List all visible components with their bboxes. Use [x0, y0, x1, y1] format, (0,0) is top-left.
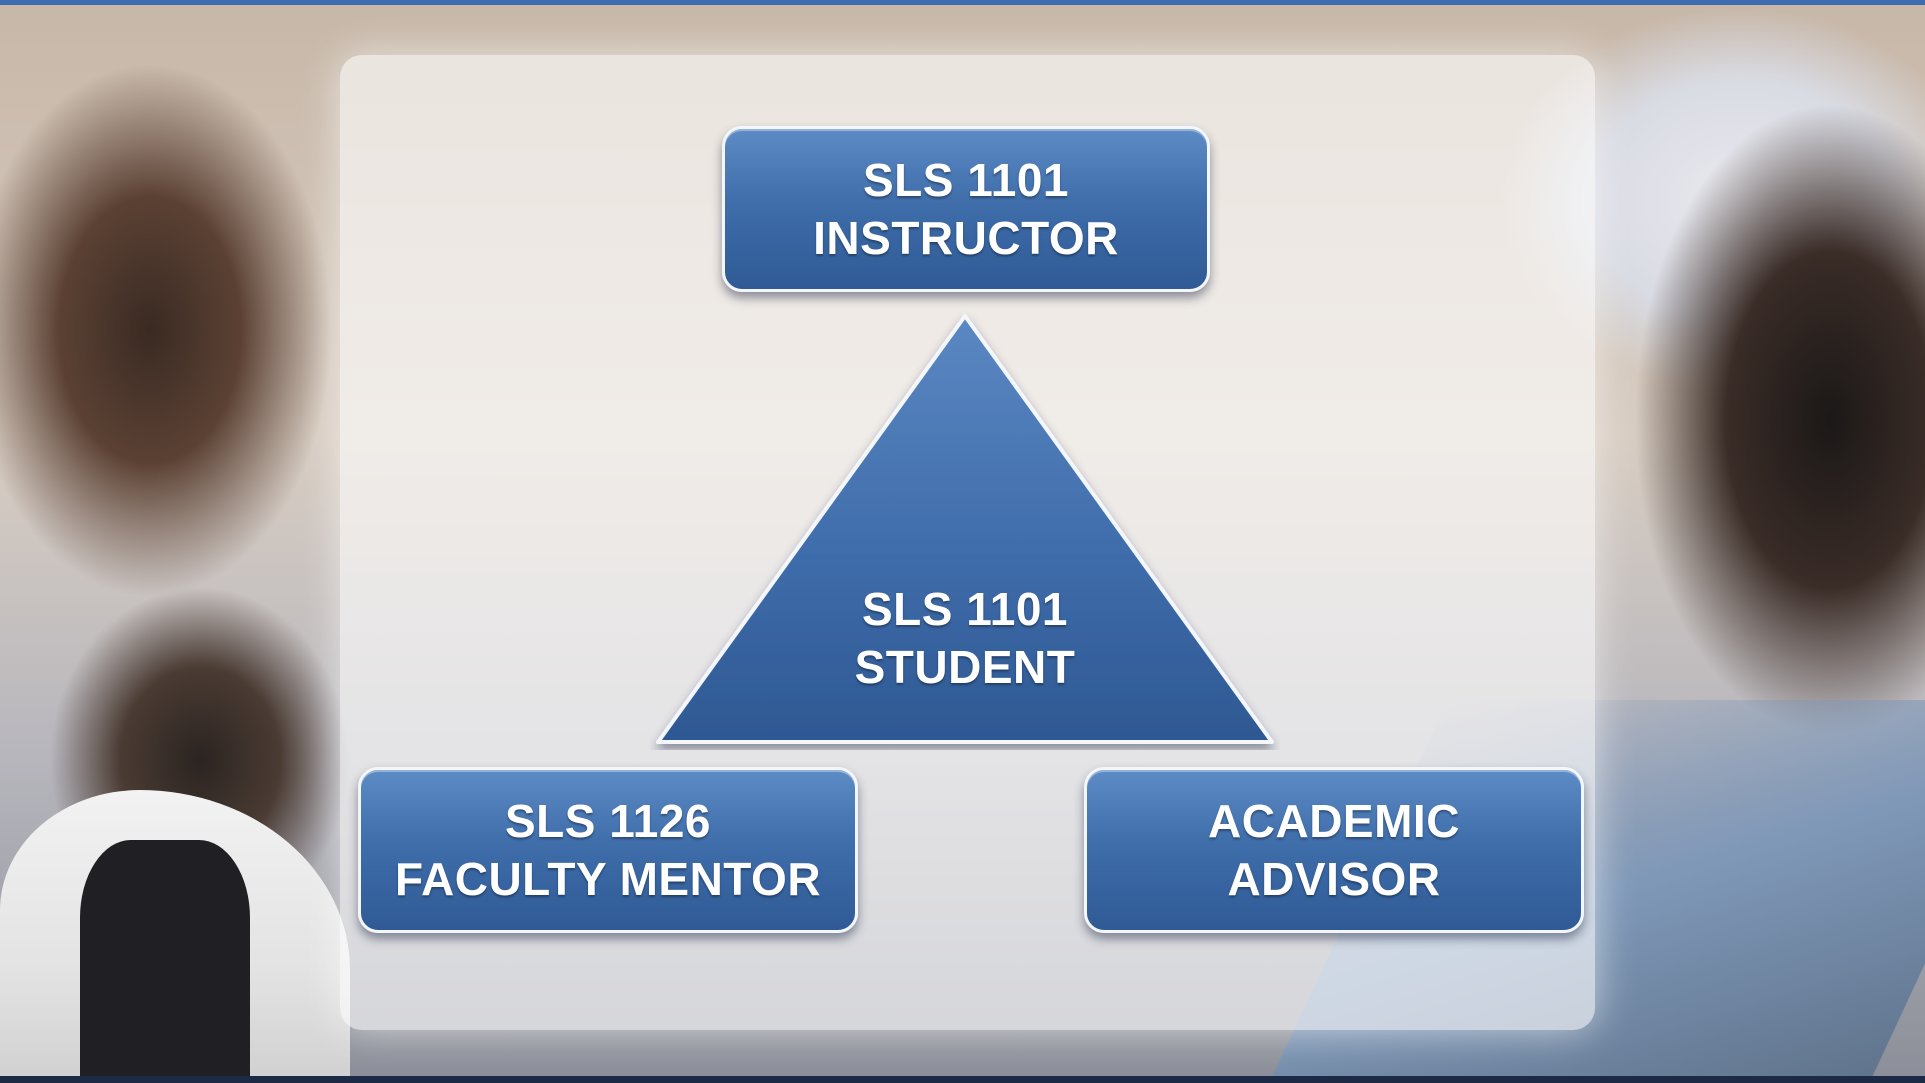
faculty-mentor-role: FACULTY MENTOR — [394, 853, 822, 905]
instructor-course: SLS 1101 — [862, 154, 1070, 206]
top-accent-rule — [0, 0, 1925, 5]
academic-advisor-box: ACADEMIC ADVISOR — [1084, 767, 1584, 933]
academic-advisor-line2: ADVISOR — [1227, 853, 1441, 905]
person-vest — [80, 840, 250, 1083]
bottom-accent-rule — [0, 1076, 1925, 1083]
student-role: STUDENT — [854, 641, 1076, 693]
student-course: SLS 1101 — [861, 583, 1069, 635]
instructor-box: SLS 1101 INSTRUCTOR — [722, 126, 1210, 292]
instructor-role: INSTRUCTOR — [813, 212, 1119, 264]
academic-advisor-line1: ACADEMIC — [1208, 795, 1460, 847]
student-triangle — [656, 314, 1274, 744]
faculty-mentor-box: SLS 1126 FACULTY MENTOR — [358, 767, 858, 933]
faculty-mentor-course: SLS 1126 — [504, 795, 712, 847]
triangle-shape — [656, 314, 1274, 744]
student-label: SLS 1101 STUDENT — [650, 580, 1280, 696]
